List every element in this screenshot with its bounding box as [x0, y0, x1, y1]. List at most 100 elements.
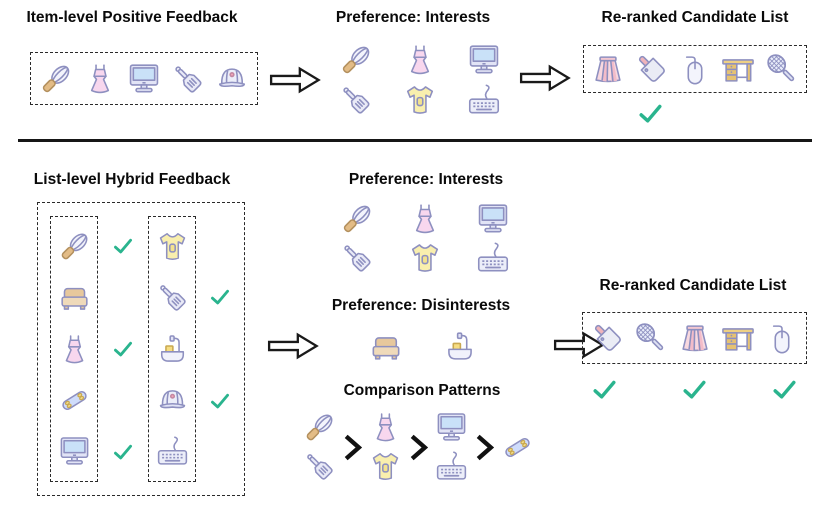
- spatula-icon: [301, 448, 338, 485]
- title-reranked-list-top: Re-ranked Candidate List: [601, 9, 789, 26]
- check-icon: [628, 100, 673, 127]
- comparison-group-3: [433, 409, 470, 485]
- skirt-icon: [589, 50, 627, 88]
- feedback-column-2-checks: [197, 216, 243, 482]
- keyboard-icon: [433, 448, 470, 485]
- mouse-icon: [676, 50, 714, 88]
- tshirt-icon: [406, 239, 444, 277]
- check-slot-empty: [100, 272, 146, 324]
- interests-grid-bottom-row1: [338, 200, 512, 238]
- check-icon: [197, 375, 243, 427]
- sofa-icon: [367, 328, 405, 366]
- keyboard-icon: [465, 81, 503, 119]
- whisk-icon: [37, 60, 75, 98]
- reranked-checks-top: [583, 100, 807, 127]
- tshirt-icon: [367, 448, 404, 485]
- dress-icon: [401, 41, 439, 79]
- dress-icon: [51, 323, 97, 374]
- check-slot-empty: [197, 426, 243, 478]
- spatula-icon: [337, 81, 375, 119]
- sink-icon: [441, 328, 479, 366]
- skateboard-icon: [499, 429, 536, 466]
- check-icon: [582, 376, 627, 403]
- whisk-icon: [51, 221, 97, 272]
- skirt-icon: [676, 319, 714, 357]
- monitor-icon: [433, 409, 470, 446]
- check-slot-empty: [762, 100, 807, 127]
- item-feedback-box: [30, 52, 258, 105]
- comparison-group-4: [499, 429, 536, 466]
- spatula-icon: [338, 239, 376, 277]
- greater-than-icon: [409, 432, 428, 463]
- reranked-box-top: [583, 45, 807, 93]
- monitor-icon: [474, 200, 512, 238]
- check-icon: [100, 323, 146, 375]
- keyboard-icon: [149, 426, 195, 477]
- comparison-row: [301, 405, 536, 489]
- check-slot-empty: [197, 220, 243, 272]
- interests-grid-bottom-row2: [338, 239, 512, 277]
- greater-than-icon: [475, 432, 494, 463]
- flow-arrow-icon: [519, 64, 571, 92]
- check-icon: [197, 272, 243, 324]
- comparison-group-1: [301, 409, 338, 485]
- dress-icon: [367, 409, 404, 446]
- dress-icon: [406, 200, 444, 238]
- whisk-icon: [337, 41, 375, 79]
- monitor-icon: [125, 60, 163, 98]
- racket-icon: [632, 319, 670, 357]
- title-preference-interests-bottom: Preference: Interests: [348, 171, 504, 188]
- feedback-column-2: [148, 216, 196, 482]
- flow-arrow-icon: [267, 332, 319, 360]
- cap-icon: [149, 375, 195, 426]
- check-slot-empty: [583, 100, 628, 127]
- check-icon: [100, 426, 146, 478]
- reranked-checks-bottom: [582, 376, 807, 403]
- greater-than-icon: [343, 432, 362, 463]
- title-reranked-list-bottom: Re-ranked Candidate List: [599, 277, 787, 294]
- title-list-level-hybrid-feedback: List-level Hybrid Feedback: [33, 171, 231, 188]
- whisk-icon: [301, 409, 338, 446]
- disinterests-row: [367, 327, 479, 367]
- feedback-column-1-checks: [100, 216, 146, 482]
- cap-icon: [213, 60, 251, 98]
- desk-icon: [719, 50, 757, 88]
- whisk-icon: [338, 200, 376, 238]
- title-comparison-patterns: Comparison Patterns: [343, 382, 501, 399]
- dress-icon: [81, 60, 119, 98]
- check-slot-empty: [717, 376, 762, 403]
- cleaver-icon: [633, 50, 671, 88]
- interests-grid-top-row1: [337, 41, 503, 79]
- desk-icon: [719, 319, 757, 357]
- check-slot-empty: [717, 100, 762, 127]
- section-divider: [18, 139, 812, 142]
- title-item-level-positive-feedback: Item-level Positive Feedback: [26, 9, 238, 26]
- mouse-icon: [763, 319, 801, 357]
- cleaver-icon: [589, 319, 627, 357]
- check-icon: [762, 376, 807, 403]
- check-icon: [100, 220, 146, 272]
- tshirt-icon: [149, 221, 195, 272]
- spatula-icon: [149, 272, 195, 323]
- monitor-icon: [465, 41, 503, 79]
- check-slot-empty: [197, 323, 243, 375]
- check-slot-empty: [627, 376, 672, 403]
- interests-grid-top-row2: [337, 81, 503, 119]
- feedback-column-1: [50, 216, 98, 482]
- check-slot-empty: [100, 375, 146, 427]
- check-slot-empty: [673, 100, 718, 127]
- tshirt-icon: [401, 81, 439, 119]
- title-preference-interests-top: Preference: Interests: [335, 9, 491, 26]
- flow-arrow-icon: [269, 66, 321, 94]
- sofa-icon: [51, 272, 97, 323]
- skateboard-icon: [51, 375, 97, 426]
- sink-icon: [149, 323, 195, 374]
- list-feedback-box: [37, 202, 245, 496]
- monitor-icon: [51, 426, 97, 477]
- racket-icon: [763, 50, 801, 88]
- comparison-group-2: [367, 409, 404, 485]
- title-preference-disinterests: Preference: Disinterests: [331, 297, 511, 314]
- reranked-box-bottom: [582, 312, 807, 364]
- keyboard-icon: [474, 239, 512, 277]
